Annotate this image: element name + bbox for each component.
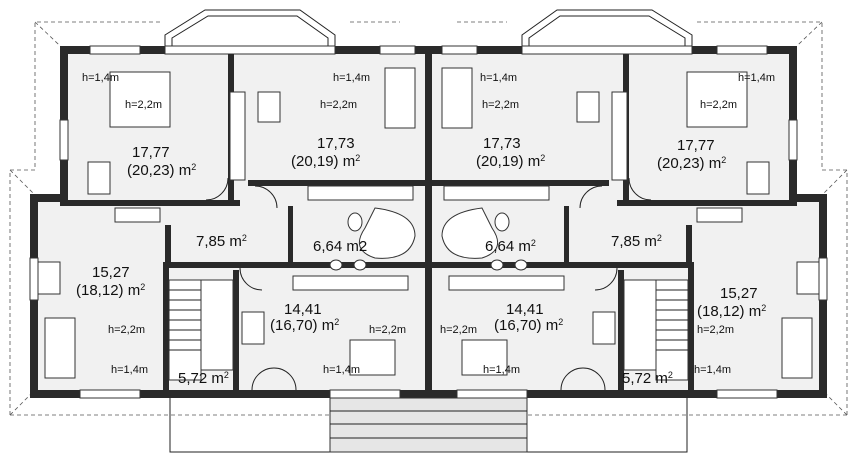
right-unit-labels: 17,73 (20,19) m2 17,77 (20,23) m2 7,85 m… bbox=[440, 72, 775, 387]
right-height-bot-d: h=1,4m bbox=[694, 364, 731, 376]
left-height-bot-d: h=1,4m bbox=[323, 364, 360, 376]
desks bbox=[37, 91, 820, 345]
interior-walls bbox=[60, 54, 797, 390]
bath-fixtures bbox=[329, 207, 528, 271]
right-bedroom-area: 17,77 bbox=[677, 137, 715, 154]
right-bedroom-area-total: (20,23) m2 bbox=[657, 155, 726, 172]
bay-window-right bbox=[521, 9, 693, 52]
stairs-left bbox=[168, 279, 234, 381]
left-bedroom-area: 17,77 bbox=[132, 144, 170, 161]
right-center-bedroom-area-total: (20,19) m2 bbox=[476, 153, 545, 170]
right-lower-room-area-total: (18,12) m2 bbox=[697, 303, 766, 320]
right-lower-center-area: 14,41 bbox=[506, 301, 544, 318]
stairs-right bbox=[623, 279, 689, 381]
left-bath-area: 6,64 m2 bbox=[313, 238, 367, 255]
left-height-top-c: h=1,4m bbox=[333, 72, 370, 84]
left-lower-center-area: 14,41 bbox=[284, 301, 322, 318]
left-unit-labels: 17,77 (20,23) m2 17,73 (20,19) m2 7,85 m… bbox=[76, 72, 406, 387]
left-hall-area: 7,85 m2 bbox=[196, 233, 247, 250]
right-height-bot-c: h=2,2m bbox=[697, 324, 734, 336]
left-center-bedroom-area: 17,73 bbox=[317, 135, 355, 152]
right-height-bot-a: h=2,2m bbox=[440, 324, 477, 336]
terrace bbox=[169, 397, 688, 453]
right-height-top-d: h=2,2m bbox=[700, 99, 737, 111]
left-bedroom-area-total: (20,23) m2 bbox=[127, 162, 196, 179]
left-stair-area: 5,72 m2 bbox=[178, 370, 229, 387]
left-height-top-b: h=2,2m bbox=[125, 99, 162, 111]
windows bbox=[29, 45, 828, 399]
right-stair-area: 5,72 m2 bbox=[622, 370, 673, 387]
right-height-top-b: h=2,2m bbox=[482, 99, 519, 111]
doors bbox=[205, 177, 652, 391]
right-center-bedroom-area: 17,73 bbox=[483, 135, 521, 152]
right-height-top-a: h=1,4m bbox=[480, 72, 517, 84]
left-height-top-d: h=2,2m bbox=[320, 99, 357, 111]
left-lower-room-area-total: (18,12) m2 bbox=[76, 282, 145, 299]
right-hall-area: 7,85 m2 bbox=[611, 233, 662, 250]
bay-window-left bbox=[164, 9, 336, 52]
left-lower-room-area: 15,27 bbox=[92, 264, 130, 281]
left-height-bot-c: h=2,2m bbox=[369, 324, 406, 336]
right-height-top-c: h=1,4m bbox=[738, 72, 775, 84]
left-lower-center-area-total: (16,70) m2 bbox=[270, 317, 339, 334]
left-height-top-a: h=1,4m bbox=[82, 72, 119, 84]
right-bath-area: 6,64 m2 bbox=[485, 238, 536, 255]
beds bbox=[44, 67, 813, 379]
left-height-bot-a: h=2,2m bbox=[108, 324, 145, 336]
right-lower-room-area: 15,27 bbox=[720, 285, 758, 302]
right-height-bot-b: h=1,4m bbox=[483, 364, 520, 376]
left-center-bedroom-area-total: (20,19) m2 bbox=[291, 153, 360, 170]
right-lower-center-area-total: (16,70) m2 bbox=[494, 317, 563, 334]
left-height-bot-b: h=1,4m bbox=[111, 364, 148, 376]
wardrobes bbox=[114, 91, 743, 291]
